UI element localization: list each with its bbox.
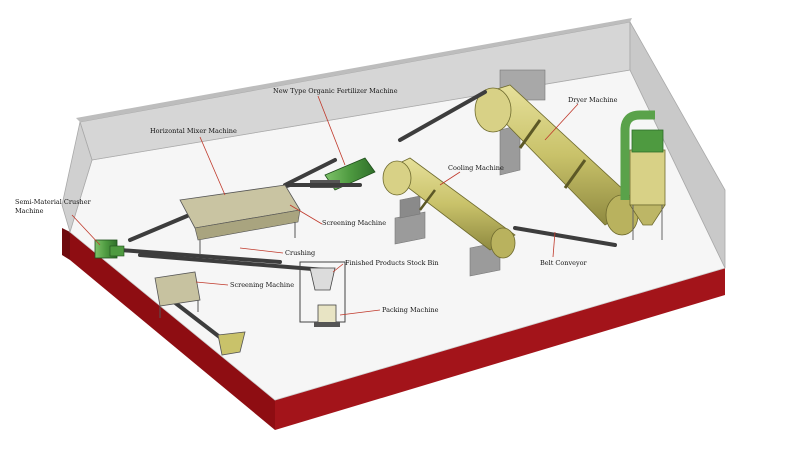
semi-material-crusher-machine [94,239,125,259]
duct-pipe [620,110,655,200]
belt-conveyor [513,226,617,247]
leader-semi-crusher [71,214,101,246]
base-front-wall [70,232,275,430]
foundation-block [394,211,426,245]
horizontal-mixer-machine [179,184,301,255]
cooling-machine [382,157,516,259]
label-finished-products: Finished Products Stock Bin [345,259,439,267]
label-semi-crusher-line2: Machine [15,207,44,215]
belt-conveyor [283,158,337,187]
leader-cooling [439,171,461,186]
dryer-ring [518,119,542,149]
labels: Semi-Material Crusher Machine Horizontal… [15,87,618,314]
base-left-edge [62,228,70,260]
dryer-drum-end [474,87,512,133]
cyclone-top [631,129,664,153]
screening-machine-lower [154,271,201,318]
foundation-block [399,195,421,219]
packing-machine [314,304,340,327]
label-new-type-organic: New Type Organic Fertilizer Machine [273,87,398,95]
belt-conveyor [118,248,282,264]
feeding-hopper [217,331,246,356]
cyclone-cone [629,204,666,226]
mixer-trough [194,209,301,241]
base-right-wall [275,268,725,430]
packing-base [314,322,340,327]
cooling-drum-end [490,227,516,259]
label-cooling: Cooling Machine [448,164,504,172]
label-semi-crusher-line1: Semi-Material Crusher [15,198,92,206]
screen-frame [154,271,201,307]
dust-collector [620,110,666,240]
right-wall [629,20,726,269]
belt-conveyor [138,253,327,272]
leader-belt-conveyor [552,231,556,258]
cooling-ring [419,189,436,211]
label-screening-lower: Screening Machine [230,281,294,289]
leader-lines [71,95,579,316]
label-screening-upper: Screening Machine [322,219,386,227]
leader-new-type-organic [317,95,346,166]
leader-packing [339,309,381,316]
leader-dryer [544,103,579,141]
label-crushing: Crushing [285,249,315,257]
finished-products-stock-bin [299,261,346,323]
label-horizontal-mixer: Horizontal Mixer Machine [150,127,237,135]
hopper-body [217,331,246,356]
wall-top-edge [76,18,632,122]
label-packing: Packing Machine [382,306,439,314]
dryer-ring [563,159,587,189]
leader-screening-upper [289,204,323,225]
cyclone-body [629,149,666,206]
belt-conveyor [398,90,487,142]
label-belt-conveyor: Belt Conveyor [540,259,588,267]
leader-horizontal-mixer [199,136,226,196]
leader-crushing [239,247,284,254]
left-wall [61,120,93,234]
label-dryer: Dryer Machine [568,96,618,104]
dryer-machine [474,84,641,236]
crusher-motor [109,245,125,257]
leader-finished-products [332,263,344,273]
leader-screening-lower [195,281,229,286]
stock-bin-hopper [309,267,336,291]
cooling-drum-end [382,160,412,196]
